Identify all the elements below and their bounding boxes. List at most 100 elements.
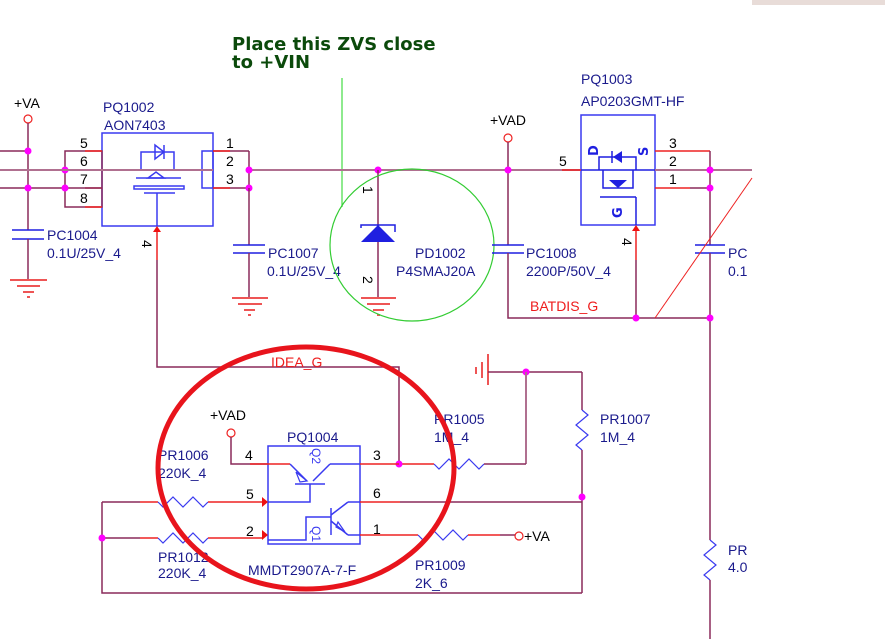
input-arrow-icon (262, 530, 268, 540)
ground-icon (361, 297, 396, 316)
vad-mid-power-port-icon[interactable] (226, 428, 236, 438)
pin-number: 5 (559, 153, 567, 169)
pin-number: 4 (245, 447, 253, 463)
pq1002-ref[interactable]: PQ1002 (103, 99, 155, 115)
junction-dot (24, 184, 32, 192)
annotation-circle-green (329, 168, 495, 322)
pq1004-body[interactable] (267, 445, 361, 545)
drain-label: D (587, 145, 602, 156)
pc1004-ref[interactable]: PC1004 (47, 227, 98, 243)
pin-number: 8 (80, 190, 88, 206)
pr1005-ref[interactable]: PR1005 (434, 411, 485, 427)
pin-number: 3 (226, 171, 234, 187)
vad-power-port-icon[interactable] (503, 133, 513, 143)
pc1008-ref[interactable]: PC1008 (526, 245, 577, 261)
junction-dot (632, 314, 640, 322)
pr1006-ref[interactable]: PR1006 (158, 447, 209, 463)
pr-right-value[interactable]: 4.0 (728, 559, 748, 575)
pin-number: 2 (246, 523, 254, 539)
pin-number: 1 (226, 135, 234, 151)
pr-right-ref[interactable]: PR (728, 542, 747, 558)
pr1012-ref[interactable]: PR1012 (158, 549, 209, 565)
pin-number: 6 (80, 153, 88, 169)
junction-dot (504, 166, 512, 174)
pin-number: 4 (619, 238, 635, 246)
pr1006-value[interactable]: 220K_4 (158, 465, 206, 481)
pr1005-resistor-icon (433, 458, 485, 470)
pin-number: 1 (360, 186, 376, 194)
junction-dot (24, 147, 32, 155)
pnp-transistor-q2-icon (268, 463, 360, 503)
pin-number: 4 (139, 240, 155, 248)
pin-number: 3 (669, 135, 677, 151)
q1-label: Q1 (309, 526, 323, 542)
note-line-2: to +VIN (232, 52, 310, 73)
image-fragment (752, 0, 885, 5)
batdis-g-net-label[interactable]: BATDIS_G (530, 298, 598, 314)
batdis-wire (507, 253, 710, 319)
pr1007-ref[interactable]: PR1007 (600, 411, 651, 427)
annotation-circle-red (155, 344, 457, 592)
junction-dot (578, 493, 586, 501)
pr-right-resistor-icon (703, 539, 717, 581)
wire (101, 502, 582, 594)
junction-dot (706, 184, 714, 192)
pr1007-resistor-icon (575, 409, 589, 451)
va-power-port-icon[interactable] (23, 114, 33, 124)
pc-right-value[interactable]: 0.1 (728, 263, 748, 279)
pc1008-value[interactable]: 2200P/50V_4 (526, 263, 611, 279)
pq1003-ref[interactable]: PQ1003 (581, 71, 633, 87)
idea-g-wire (156, 260, 400, 464)
pr1007-value[interactable]: 1M_4 (600, 429, 635, 445)
ground-icon (10, 279, 47, 298)
vad-mid-port-label: +VAD (210, 407, 246, 423)
pq1003-value[interactable]: AP0203GMT-HF (581, 93, 684, 109)
vad-port-label: +VAD (490, 112, 526, 128)
junction-dot (245, 166, 253, 174)
gate-arrow-icon (632, 225, 640, 231)
pmos-symbol-icon (133, 143, 185, 226)
pq1004-value[interactable]: MMDT2907A-7-F (248, 562, 356, 578)
q2-label: Q2 (309, 448, 323, 464)
pin-number: 1 (669, 171, 677, 187)
gate-arrow-icon (153, 226, 161, 232)
pq1004-ref[interactable]: PQ1004 (287, 429, 339, 445)
note-line-1: Place this ZVS close (232, 34, 436, 55)
pr1012-resistor-icon (157, 532, 209, 544)
pin-number: 5 (246, 486, 254, 502)
pin-number: 2 (226, 153, 234, 169)
va-bottom-power-port-icon[interactable] (514, 531, 524, 541)
pin-number: 7 (80, 171, 88, 187)
pr1012-value[interactable]: 220K_4 (158, 565, 206, 581)
pin-number: 3 (373, 447, 381, 463)
pr1009-value[interactable]: 2K_6 (415, 575, 448, 591)
pc1004-value[interactable]: 0.1U/25V_4 (47, 245, 121, 261)
pin-number: 1 (373, 521, 381, 537)
pin-number: 6 (373, 485, 381, 501)
pc1007-ref[interactable]: PC1007 (268, 245, 319, 261)
pd1002-value[interactable]: P4SMAJ20A (396, 263, 476, 279)
va-bottom-port-label: +VA (524, 528, 550, 544)
junction-dot (98, 534, 106, 542)
pq1002-left-pin-bus (64, 150, 103, 208)
pr1006-resistor-icon (157, 496, 209, 508)
pin-number: 5 (80, 135, 88, 151)
junction-dot (706, 314, 714, 322)
pin-number: 2 (360, 276, 376, 284)
gate-label: G (611, 207, 626, 218)
va-port-label: +VA (14, 95, 40, 111)
pnp-transistor-q1-icon (268, 501, 360, 541)
input-arrow-icon (262, 497, 268, 507)
pr1009-ref[interactable]: PR1009 (415, 557, 466, 573)
junction-dot (61, 184, 69, 192)
pc1007-value[interactable]: 0.1U/25V_4 (267, 263, 341, 279)
pd1002-ref[interactable]: PD1002 (415, 245, 466, 261)
source-label: S (637, 147, 652, 156)
pc-right-ref[interactable]: PC (728, 245, 747, 261)
ground-icon (232, 297, 268, 316)
nmos-symbol-icon (581, 151, 655, 225)
tvs-diode-icon (360, 224, 396, 242)
pq1002-value[interactable]: AON7403 (104, 117, 166, 133)
idea-g-net-label[interactable]: IDEA_G (271, 354, 322, 370)
